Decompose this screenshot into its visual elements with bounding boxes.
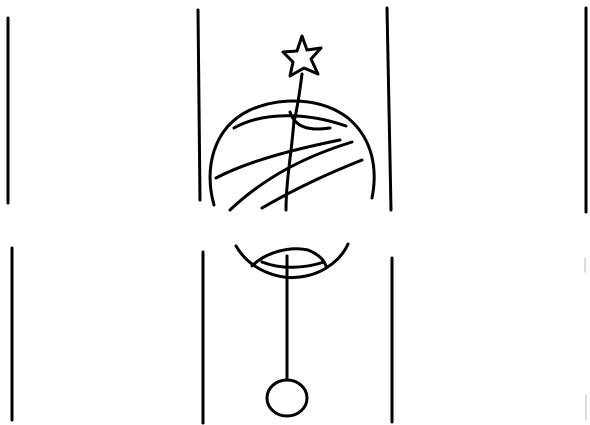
globe-icon [210,101,374,210]
vertical-dividers [8,8,586,423]
star-icon [283,36,321,76]
divider-top-mid-right [387,8,391,210]
bowl-line [262,262,324,267]
bowl-icon [236,244,348,278]
divider-top-mid-left [198,10,200,200]
globe-band-3 [262,160,362,208]
globe-arc-top [234,116,346,128]
pendulum-bob [267,380,307,416]
globe-band-1 [216,140,340,178]
faint-marks [585,258,586,420]
pendulum-icon [267,256,307,416]
